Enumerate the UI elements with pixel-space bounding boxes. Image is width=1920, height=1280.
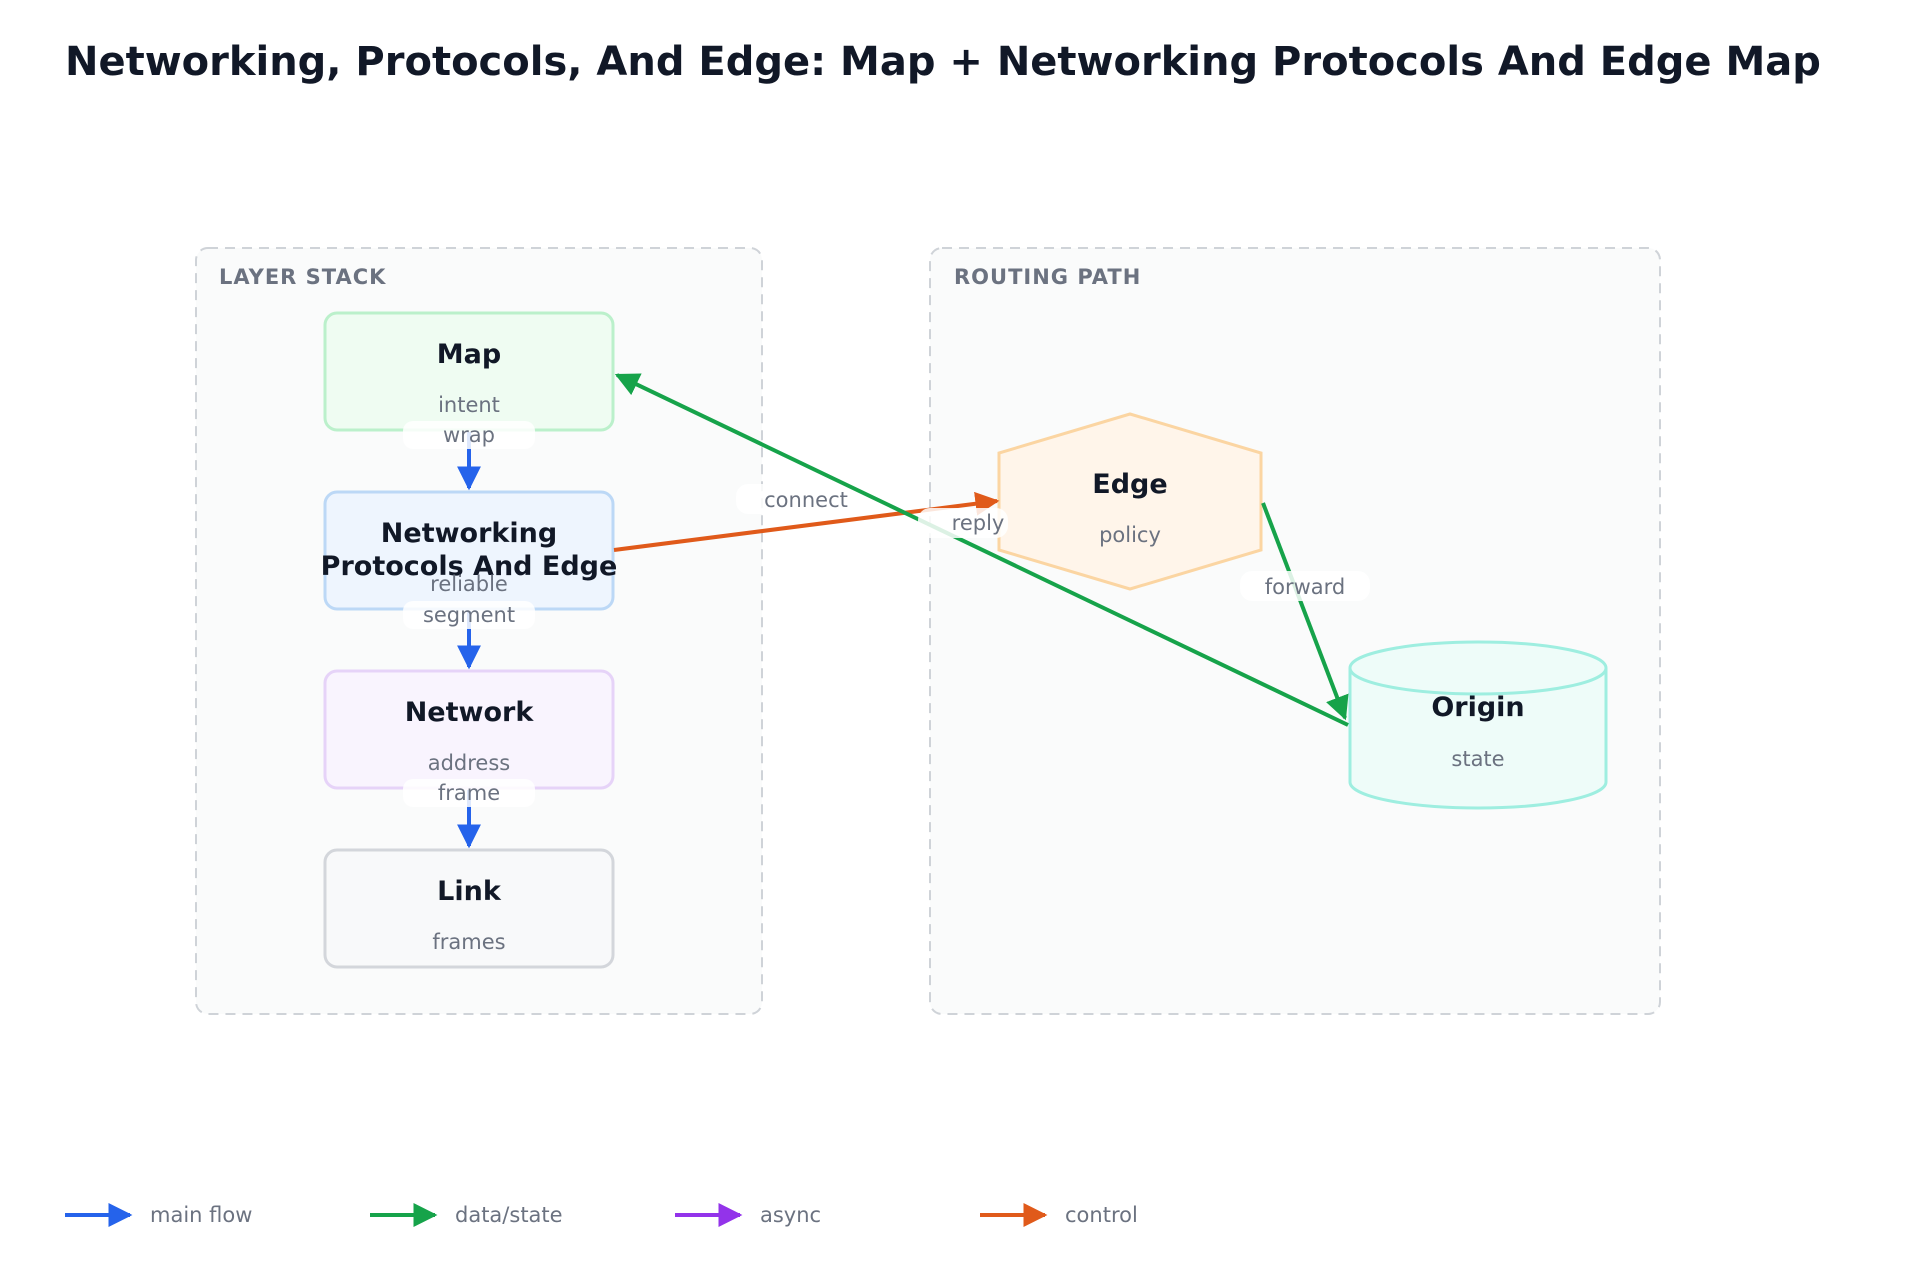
edge-origin-to-map[interactable]: reply xyxy=(614,373,1349,727)
node-origin-title: Origin xyxy=(1431,692,1524,723)
node-networking-protocols-and-edge[interactable]: Networking Protocols And Edge reliable xyxy=(321,490,618,611)
group-layer-stack-label: LAYER STACK xyxy=(219,265,386,289)
edge-network-to-link-label: frame xyxy=(438,781,500,805)
node-map[interactable]: Map intent xyxy=(323,311,615,432)
group-layer-stack: LAYER STACK xyxy=(195,247,763,1015)
edge-origin-to-map-label: reply xyxy=(952,511,1005,535)
edge-npe-to-edge-label: connect xyxy=(764,488,848,512)
node-npe-title-line2: Protocols And Edge xyxy=(321,551,618,582)
legend-item-main-flow: main flow xyxy=(65,1203,252,1227)
edge-origin-to-map-label-bg xyxy=(918,508,1008,538)
edge-npe-to-network[interactable]: segment xyxy=(403,601,535,670)
legend-item-async: async xyxy=(675,1203,821,1227)
node-origin[interactable]: Origin state xyxy=(1348,640,1608,810)
node-link-title: Link xyxy=(437,876,502,907)
node-link[interactable]: Link frames xyxy=(323,848,615,969)
node-network-subtitle: address xyxy=(428,751,511,775)
edge-edge-to-origin-label-bg xyxy=(1240,571,1370,601)
node-origin-body xyxy=(1348,668,1608,810)
node-network-title: Network xyxy=(405,697,535,728)
edge-npe-to-edge-label-bg xyxy=(736,484,876,514)
edge-npe-to-network-label: segment xyxy=(423,603,515,627)
legend-control-label: control xyxy=(1065,1203,1138,1227)
group-layer-stack-box xyxy=(195,247,763,1015)
node-origin-top xyxy=(1348,640,1608,696)
node-network[interactable]: Network address xyxy=(323,669,615,790)
edge-network-to-link[interactable]: frame xyxy=(403,779,535,849)
edge-map-to-npe[interactable]: wrap xyxy=(403,421,535,491)
group-routing-path-label: ROUTING PATH xyxy=(954,265,1141,289)
edge-map-to-npe-label: wrap xyxy=(443,423,495,447)
node-map-title: Map xyxy=(437,339,501,370)
node-origin-subtitle: state xyxy=(1451,747,1504,771)
legend: main flow data/state async control xyxy=(65,1203,1138,1227)
node-npe-subtitle: reliable xyxy=(430,572,508,596)
legend-data-state-label: data/state xyxy=(455,1203,563,1227)
node-link-box xyxy=(323,848,615,969)
legend-item-data-state: data/state xyxy=(370,1203,563,1227)
legend-async-label: async xyxy=(760,1203,821,1227)
edge-edge-to-origin-line xyxy=(1261,502,1349,721)
edge-origin-to-map-line xyxy=(614,373,1349,727)
node-edge-title: Edge xyxy=(1092,469,1167,500)
node-edge-hexagon xyxy=(997,412,1263,591)
edge-network-to-link-label-bg xyxy=(403,779,535,807)
group-routing-path: ROUTING PATH xyxy=(929,247,1661,1015)
node-link-subtitle: frames xyxy=(432,930,505,954)
edge-map-to-npe-label-bg xyxy=(403,421,535,449)
legend-item-control: control xyxy=(980,1203,1138,1227)
group-routing-path-box xyxy=(929,247,1661,1015)
edge-npe-to-edge[interactable]: connect xyxy=(613,484,1000,552)
page-title: Networking, Protocols, And Edge: Map + N… xyxy=(65,39,1821,85)
node-edge-subtitle: policy xyxy=(1099,523,1161,547)
node-npe-title-line1: Networking xyxy=(381,518,557,549)
edge-edge-to-origin-label: forward xyxy=(1265,575,1346,599)
legend-main-flow-label: main flow xyxy=(150,1203,252,1227)
edge-edge-to-origin[interactable]: forward xyxy=(1240,502,1370,721)
edge-npe-to-network-label-bg xyxy=(403,601,535,629)
node-edge[interactable]: Edge policy xyxy=(997,412,1263,591)
node-map-subtitle: intent xyxy=(438,393,500,417)
